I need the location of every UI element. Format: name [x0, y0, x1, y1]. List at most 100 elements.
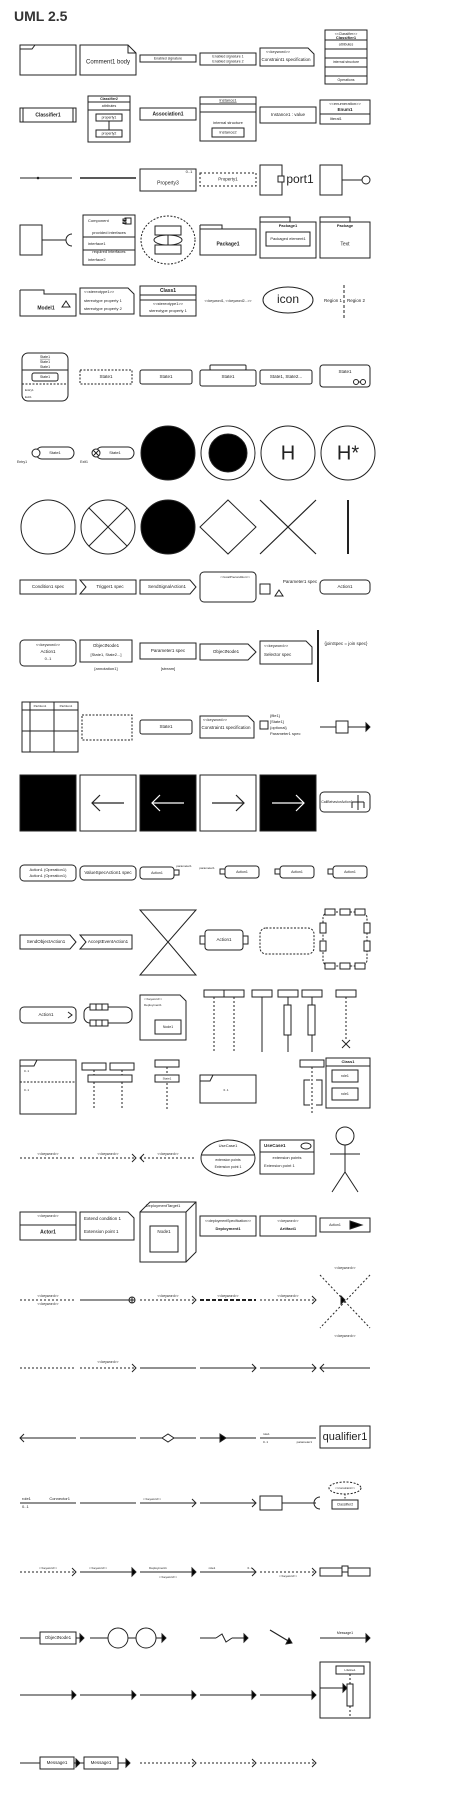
- trigger-shape: [78, 579, 137, 595]
- arrowhead-icon: [311, 1567, 317, 1577]
- lifeline-head: [335, 989, 357, 998]
- label-text: Package1: [216, 241, 239, 247]
- label-text: parameter1: [199, 866, 215, 870]
- label-text: Extension point 1: [264, 1163, 295, 1168]
- label-text: 0..1: [45, 656, 52, 661]
- label-text: property2: [102, 131, 117, 135]
- flow-arrow-icon: [365, 721, 371, 733]
- label-text: <<keyword>>: [37, 1294, 58, 1298]
- label-text: Deployment1: [215, 1226, 241, 1231]
- component-tab: [122, 218, 127, 221]
- classifier-box: [19, 107, 77, 123]
- selector-comment: [259, 640, 313, 665]
- arrowhead-icon: [251, 1689, 257, 1701]
- label-text: role1: [209, 1566, 216, 1570]
- input-pin: [219, 868, 226, 875]
- call-operation-action: [19, 639, 77, 667]
- label-text: <<keyword>>: [334, 1266, 355, 1270]
- association-box: [139, 107, 197, 121]
- label-text: <<keyword>>: [334, 1334, 355, 1338]
- diagonal-arrow: [269, 1629, 291, 1643]
- collab-part: [154, 225, 182, 236]
- action-local-pre: [199, 571, 257, 603]
- arrowhead-icon: [251, 1498, 257, 1508]
- action-operation: [19, 864, 77, 882]
- arrowhead-icon: [131, 1153, 137, 1163]
- label-text: Region 2: [347, 298, 366, 303]
- arrow-right-white-icon: [295, 794, 305, 812]
- expansion-node-icon: [101, 1019, 109, 1027]
- coregion-bracket: [303, 1079, 310, 1106]
- circle-node: [135, 1627, 157, 1649]
- action-arrow-box: [19, 1006, 77, 1024]
- interruptible-region: [81, 714, 133, 741]
- property-dashed: [199, 172, 257, 187]
- label-text: parameter1: [297, 1440, 313, 1444]
- label-text: {file1}: [270, 713, 281, 718]
- arrowhead-icon: [365, 1632, 371, 1644]
- frame-tab: [20, 44, 36, 50]
- label-text: Deployment1: [149, 1566, 167, 1570]
- label-text: ObjectNode1: [213, 649, 240, 654]
- pin-triangle-icon: [274, 589, 284, 597]
- label-text: 0..1: [24, 1088, 29, 1092]
- label-text: Trigger1 spec: [96, 584, 124, 589]
- label-text: Partition1: [60, 704, 73, 708]
- artifact-box: [259, 1215, 317, 1237]
- label-text: parameter1: [176, 864, 192, 868]
- arrowhead-icon: [79, 1632, 85, 1644]
- arrowhead-icon: [191, 1689, 197, 1701]
- node-inner: [149, 1225, 179, 1253]
- execution-spec: [283, 1004, 292, 1036]
- label-text: <<keyword>>: [89, 1566, 107, 1570]
- expansion-pin: [242, 935, 249, 945]
- arrowhead-icon: [131, 1689, 137, 1701]
- state-inner: [31, 372, 59, 382]
- lifeline-head: [203, 989, 225, 998]
- label-text: Class1: [342, 1059, 356, 1064]
- label-text: Package: [337, 223, 354, 228]
- label-text: attributes: [102, 104, 117, 108]
- label-text: State1, State2...: [270, 374, 302, 379]
- property-box: [139, 168, 197, 192]
- expansion-node-icon: [363, 922, 371, 934]
- label-text: <<localPrecondition>>: [220, 575, 250, 579]
- label-text: Action1: [329, 1223, 341, 1227]
- label-text: [State1]: [270, 719, 284, 724]
- deep-history-icon: [320, 425, 376, 481]
- label-text: <<keyword>>: [144, 997, 162, 1001]
- lifeline-head: [109, 1062, 135, 1071]
- label-text: ValueSpecAction1 spec: [84, 870, 132, 875]
- label-text: State1: [40, 355, 50, 359]
- label-text: Association1: [152, 111, 183, 117]
- label-text: Action1 (Operation1): [30, 873, 68, 878]
- object-node-send: [199, 643, 257, 661]
- label-text: State1: [40, 375, 50, 379]
- label-text: property1: [102, 115, 117, 119]
- arrowhead-icon: [71, 1689, 77, 1701]
- label-text: SendObjectAction1: [27, 939, 66, 944]
- label-text: Extension point 1: [84, 1229, 119, 1234]
- label-text: UseCase1: [264, 1143, 286, 1148]
- label-text: <<keyword>>: [264, 643, 289, 648]
- port-label: port1: [286, 172, 314, 186]
- black-square-1: [19, 774, 77, 832]
- label-text: Connector1: [49, 1496, 70, 1501]
- label-text: {optional}: [270, 725, 287, 730]
- label-text: stereotype property 2: [84, 306, 123, 311]
- label-text: <<keyword>>: [37, 1214, 58, 1218]
- label-text: Action1: [40, 649, 56, 654]
- arrowhead-icon: [243, 1632, 249, 1644]
- label-text: CallBehaviorAction1: [321, 800, 353, 804]
- destroy-x: [341, 1039, 351, 1049]
- arrow-small-icon: [67, 1011, 73, 1019]
- label-text: Entry1: [25, 388, 34, 392]
- arrowhead-icon: [191, 1498, 197, 1508]
- object-node-box: [79, 639, 133, 663]
- send-signal-shape: [139, 579, 197, 595]
- label-text: interface1: [88, 241, 106, 246]
- circle-node: [107, 1627, 129, 1649]
- label-text: Message1: [91, 1760, 112, 1765]
- arrowhead-icon: [191, 1295, 197, 1305]
- expansion-node-icon: [101, 1003, 109, 1011]
